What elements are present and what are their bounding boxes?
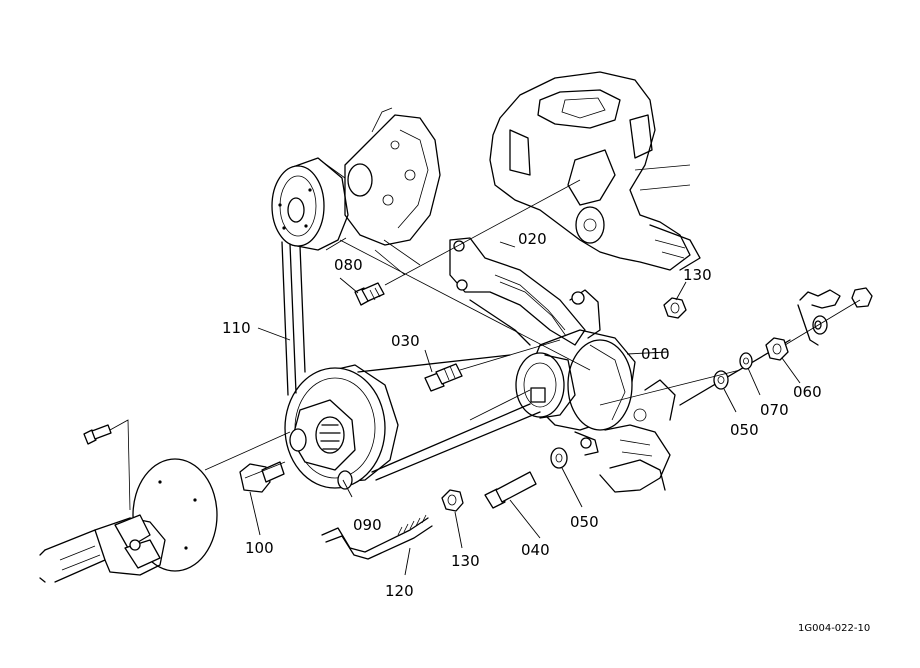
washer-050-lower [550,447,568,469]
assembly-lines [109,179,861,511]
alternator [515,289,636,456]
screw-small [83,424,112,445]
label-110: 110 [222,319,251,337]
label-130-top: 130 [683,266,712,284]
water-pump [344,107,441,276]
label-060: 060 [793,383,822,401]
label-020: 020 [518,230,547,248]
lockwasher-070 [739,352,753,370]
fan-pulley [271,157,349,251]
label-100: 100 [245,539,274,557]
nut-130-bottom [441,489,464,512]
bolt-030 [424,363,463,392]
crank-pulley [284,364,399,490]
label-010: 010 [641,345,670,363]
nut-060 [765,337,789,361]
figure-code: 1G004-022-10 [798,623,870,634]
label-080: 080 [334,256,363,274]
bolt-080 [354,282,385,306]
engine-block [489,71,701,271]
alternator-bracket [449,237,586,346]
engine-lower [599,379,676,493]
label-120: 120 [385,582,414,600]
nut-130-top [663,297,687,319]
label-090: 090 [353,516,382,534]
drive-shaft [39,458,218,583]
fan-belt [281,241,541,481]
label-030: 030 [391,332,420,350]
leader-lines [249,241,801,576]
label-050-upper: 050 [730,421,759,439]
bolt-040 [484,471,537,509]
rod-120 [321,514,433,560]
label-130-bottom: 130 [451,552,480,570]
label-050-lower: 050 [570,513,599,531]
part-labels: 010 020 030 040 050 050 060 070 080 090 … [222,230,822,600]
label-070: 070 [760,401,789,419]
label-040: 040 [521,541,550,559]
